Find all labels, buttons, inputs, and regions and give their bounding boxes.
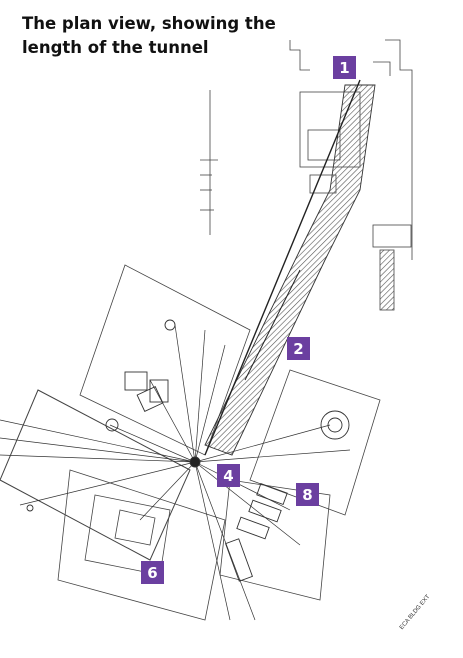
figure-title: The plan view, showing the length of the… [22, 14, 276, 57]
marker-4: 4 [217, 464, 240, 487]
site-outline [0, 39, 413, 621]
beam-lines [0, 324, 351, 621]
marker-2: 2 [287, 337, 310, 360]
marker-8: 8 [296, 483, 319, 506]
tunnel [204, 79, 376, 456]
marker-6: 6 [141, 561, 164, 584]
marker-1: 1 [333, 56, 356, 79]
building-label: ECA BLDG EXT [399, 594, 432, 631]
experiment-rings [26, 319, 350, 582]
